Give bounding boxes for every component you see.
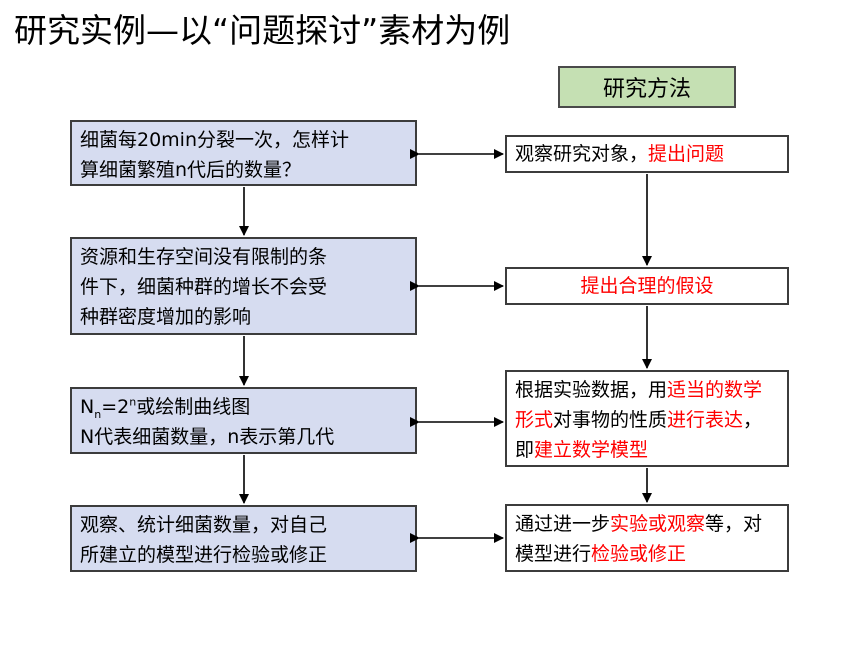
- right-step-model: 根据实验数据，用适当的数学形式对事物的性质进行表达，即建立数学模型: [505, 370, 789, 467]
- left-step-hypothesis: 资源和生存空间没有限制的条 件下，细菌种群的增长不会受 种群密度增加的影响: [70, 237, 417, 335]
- left-step-verify: 观察、统计细菌数量，对自己 所建立的模型进行检验或修正: [70, 505, 417, 572]
- left-step-model: Nn=2n或绘制曲线图 N代表细菌数量，n表示第几代: [70, 387, 417, 454]
- formula-equals: =2: [101, 396, 130, 418]
- rich-text: 通过进一步实验或观察等，对模型进行检验或修正: [515, 509, 779, 569]
- rich-text: 根据实验数据，用适当的数学形式对事物的性质进行表达，即建立数学模型: [515, 375, 779, 465]
- rich-text: 观察研究对象，提出问题: [515, 139, 724, 169]
- text-line: 种群密度增加的影响: [80, 306, 252, 328]
- highlight-text: 建立数学模型: [534, 439, 649, 461]
- highlight-text: 适当的数学形式: [515, 379, 763, 431]
- rich-text: 提出合理的假设: [580, 271, 713, 301]
- right-step-hypothesis: 提出合理的假设: [505, 267, 789, 305]
- highlight-text: 提出问题: [648, 143, 725, 165]
- method-header: 研究方法: [558, 66, 736, 108]
- text-line: 细菌每20min分裂一次，怎样计: [80, 129, 350, 151]
- text-line: 所建立的模型进行检验或修正: [80, 544, 328, 566]
- formula-rest: 或绘制曲线图: [136, 396, 251, 418]
- plain-text: 对事物的性质: [553, 409, 668, 431]
- page-title: 研究实例—以“问题探讨”素材为例: [14, 11, 511, 50]
- text-line: 件下，细菌种群的增长不会受: [80, 276, 328, 298]
- highlight-text: 检验或修正: [591, 543, 687, 565]
- highlight-text: 提出合理的假设: [580, 275, 714, 297]
- formula-subscript: n: [94, 407, 102, 421]
- plain-text: 等，对模型进行: [515, 513, 763, 565]
- text-line: 资源和生存空间没有限制的条: [80, 246, 328, 268]
- plain-text: 根据实验数据，用: [515, 379, 668, 401]
- text-line: N代表细菌数量，n表示第几代: [80, 426, 335, 448]
- formula-line: Nn=2n或绘制曲线图: [80, 392, 407, 422]
- highlight-text: 进行表达: [667, 409, 744, 431]
- right-step-question: 观察研究对象，提出问题: [505, 135, 789, 173]
- plain-text: 观察研究对象，: [515, 143, 649, 165]
- formula-base: N: [80, 396, 95, 418]
- plain-text: ，即: [515, 409, 763, 461]
- highlight-text: 实验或观察: [610, 513, 706, 535]
- right-step-verify: 通过进一步实验或观察等，对模型进行检验或修正: [505, 504, 789, 572]
- formula-superscript: n: [129, 395, 137, 409]
- text-line: 算细菌繁殖n代后的数量？: [80, 159, 302, 181]
- text-line: 观察、统计细菌数量，对自己: [80, 514, 328, 536]
- plain-text: 通过进一步: [515, 513, 611, 535]
